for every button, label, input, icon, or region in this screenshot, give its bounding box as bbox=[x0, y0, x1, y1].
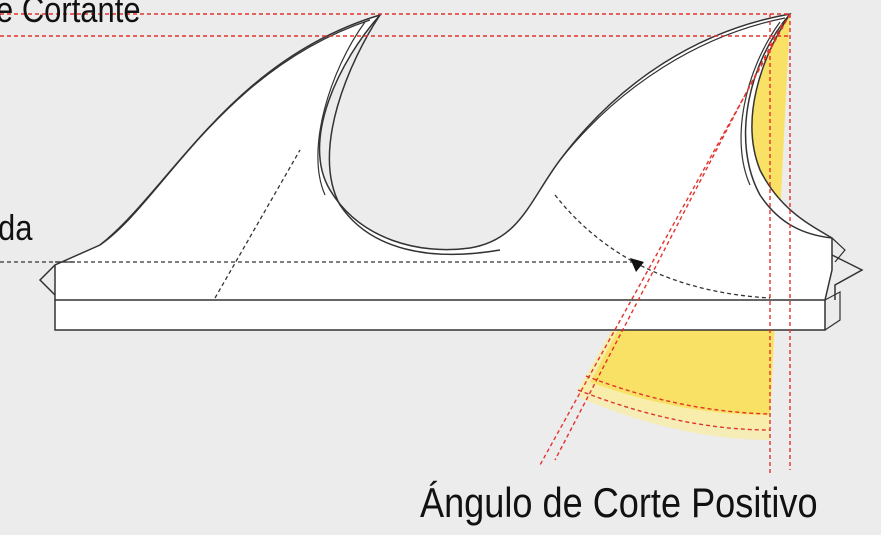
saw-body bbox=[38, 12, 864, 331]
construction-lines bbox=[0, 149, 771, 299]
guide-lines bbox=[0, 13, 791, 475]
angle-arrow-head bbox=[630, 258, 644, 272]
right-tooth-gullet bbox=[559, 13, 833, 239]
label-cutting-edge: e Cortante bbox=[0, 0, 141, 30]
label-positive-cutting-angle: Ángulo de Corte Positivo bbox=[420, 479, 818, 526]
label-reference-line: da bbox=[0, 207, 33, 248]
left-tooth-gullet bbox=[99, 14, 501, 256]
